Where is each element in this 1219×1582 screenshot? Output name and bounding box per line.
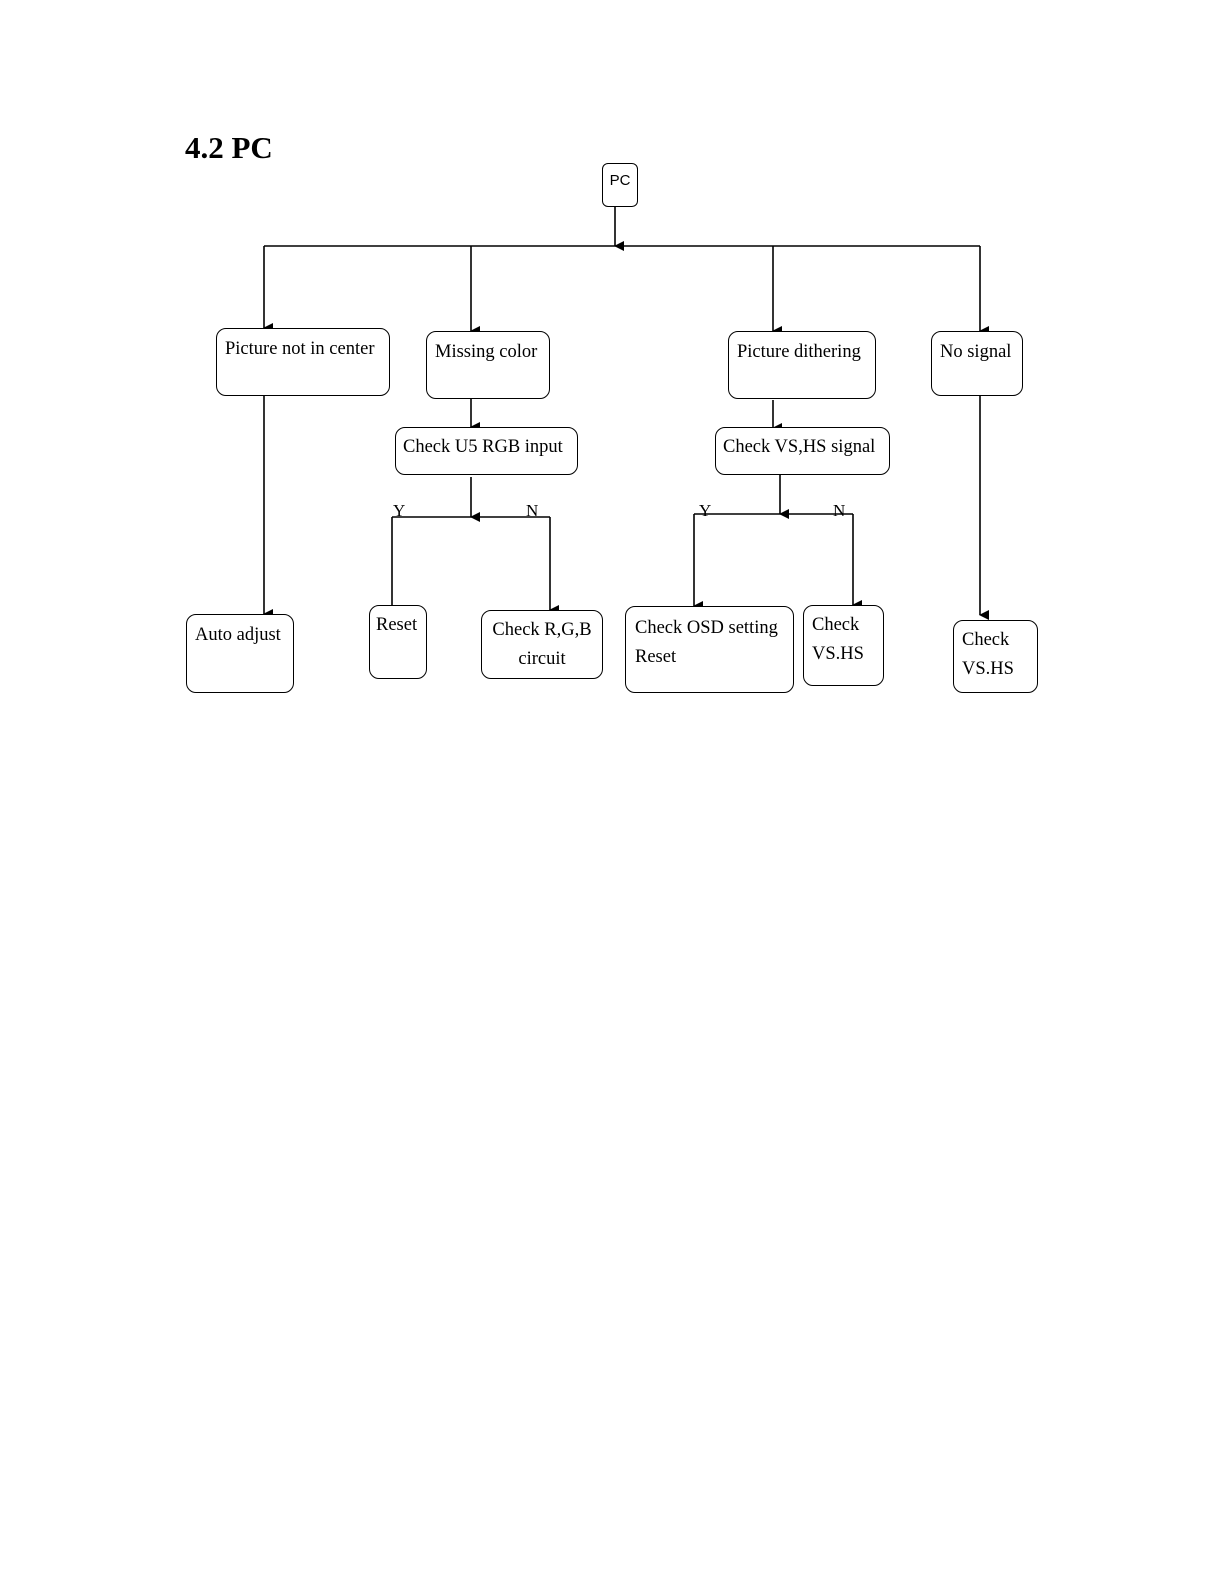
node-check-u5-rgb-input: Check U5 RGB input bbox=[395, 427, 578, 475]
node-label: Picture not in center bbox=[225, 335, 389, 364]
node-check-vshs-signal: Check VS,HS signal bbox=[715, 427, 890, 475]
node-pc: PC bbox=[602, 163, 638, 207]
node-auto-adjust: Auto adjust bbox=[186, 614, 294, 693]
label-no-u5: N bbox=[526, 502, 538, 519]
node-label: Check VS,HS signal bbox=[723, 433, 889, 462]
node-check-vshs-2: Check VS.HS bbox=[953, 620, 1038, 693]
node-reset: Reset bbox=[369, 605, 427, 679]
label-yes-u5: Y bbox=[393, 502, 405, 519]
node-label-line-2: VS.HS bbox=[962, 655, 1037, 684]
node-label-line-1: Check R,G,B bbox=[482, 616, 602, 645]
node-check-vshs-1: Check VS.HS bbox=[803, 605, 884, 686]
node-missing-color: Missing color bbox=[426, 331, 550, 399]
node-pc-label: PC bbox=[610, 172, 631, 189]
node-check-rgb-circuit: Check R,G,B circuit bbox=[481, 610, 603, 679]
node-no-signal: No signal bbox=[931, 331, 1023, 396]
node-label: Reset bbox=[376, 611, 426, 640]
node-label-line-2: VS.HS bbox=[812, 640, 883, 669]
node-label-line-2: Reset bbox=[635, 643, 793, 672]
label-yes-vshs: Y bbox=[699, 502, 711, 519]
label-no-vshs: N bbox=[833, 502, 845, 519]
node-check-osd-setting-reset: Check OSD setting Reset bbox=[625, 606, 794, 693]
node-picture-not-in-center: Picture not in center bbox=[216, 328, 390, 396]
node-label-line-1: Check bbox=[962, 626, 1037, 655]
node-label-line-1: Check bbox=[812, 611, 883, 640]
node-label: Missing color bbox=[435, 338, 549, 367]
node-label: No signal bbox=[940, 338, 1022, 367]
node-picture-dithering: Picture dithering bbox=[728, 331, 876, 399]
node-label: Auto adjust bbox=[195, 621, 293, 650]
node-label-line-2: circuit bbox=[482, 645, 602, 674]
node-label: Check U5 RGB input bbox=[403, 433, 577, 462]
node-label: Picture dithering bbox=[737, 338, 875, 367]
node-label-line-1: Check OSD setting bbox=[635, 614, 793, 643]
